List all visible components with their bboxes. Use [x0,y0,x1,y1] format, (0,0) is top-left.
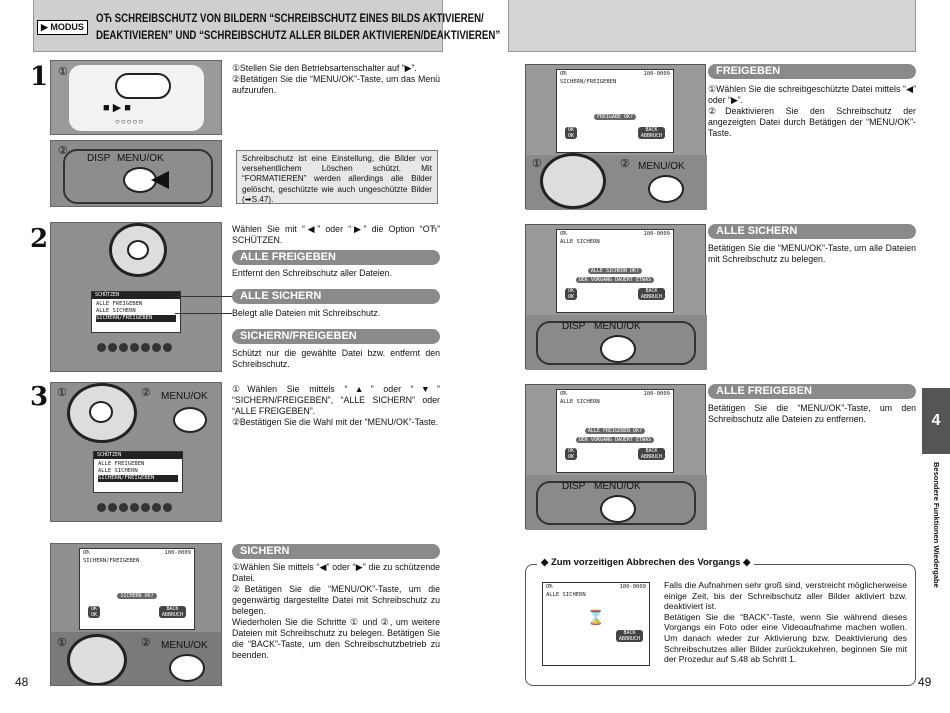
menu-ok-button [173,407,207,433]
freigeben-title: FREIGEBEN [708,64,916,79]
menu-lcd: SCHÜTZEN ALLE FREIGEBEN ALLE SICHERN SIC… [93,451,183,493]
menu-ok-button [123,167,157,193]
page-number-right: 49 [918,675,932,689]
modus-badge: ▶ MODUS [37,20,88,35]
page-title: ОЋ SCHREIBSCHUTZ VON BILDERN “SCHREIBSCH… [96,11,501,42]
hourglass-icon: ⌛ [587,610,605,626]
alle-freigeben-title: ALLE FREIGEBEN [708,384,916,399]
sichern-title: SICHERN [232,544,440,559]
leader-line [175,296,232,297]
page-number-left: 48 [15,675,29,689]
step3-menu-image: ① ② MENU/OK SCHÜTZEN ALLE FREIGEBEN ALLE… [50,382,222,522]
menu-ok-button [600,335,636,363]
arrow-icon [151,171,169,189]
step-number-1: 1 [30,62,49,92]
key-icon: ОЋ [83,550,90,556]
menu-icon-row [97,339,174,357]
key-icon: ОЋ [546,584,553,590]
step-number-2: 2 [30,224,49,254]
menu-lcd: SCHÜTZEN ALLE FREIGEBEN ALLE SICHERN SIC… [91,291,181,333]
abbrechen-title: ◆ Zum vorzeitigen Abbrechen des Vorgangs… [537,557,755,568]
option-alle-sichern-title: ALLE SICHERN [232,289,440,304]
alle-sichern-title: ALLE SICHERN [708,224,916,239]
chapter-vertical-title: Besondere Funktionen Wiedergabe [932,462,941,588]
step2-menu-image: SCHÜTZEN ALLE FREIGEBEN ALLE SICHERN SIC… [50,222,222,372]
leader-line [175,313,232,314]
menu-ok-button [648,175,684,203]
key-icon: ОЋ [560,71,567,77]
key-icon: ОЋ [560,231,567,237]
header-band-right [508,0,916,52]
step1-mode-switch-image: ① ■ ▶ ■ ○○○○○ [50,60,222,135]
header-band-left: ▶ MODUS ОЋ SCHREIBSCHUTZ VON BILDERN “SC… [33,0,501,52]
step-number-3: 3 [30,382,49,412]
menu-ok-button [169,654,205,682]
mode-switch [115,73,171,99]
key-icon: ОЋ [560,391,567,397]
info-note: Schreibschutz ist eine Einstellung, die … [236,150,438,204]
option-alle-freigeben-title: ALLE FREIGEBEN [232,250,440,265]
camera-mode-icons: ■ ▶ ■ [103,102,131,114]
step1-menu-button-image: ② DISP MENU/OK [50,140,222,207]
menu-ok-button [600,495,636,523]
menu-icon-row [97,499,174,517]
dpad [67,634,127,685]
dpad [540,153,606,209]
chapter-tab: 4 [922,388,950,454]
option-sichern-freigeben-title: SICHERN/FREIGEBEN [232,329,440,344]
